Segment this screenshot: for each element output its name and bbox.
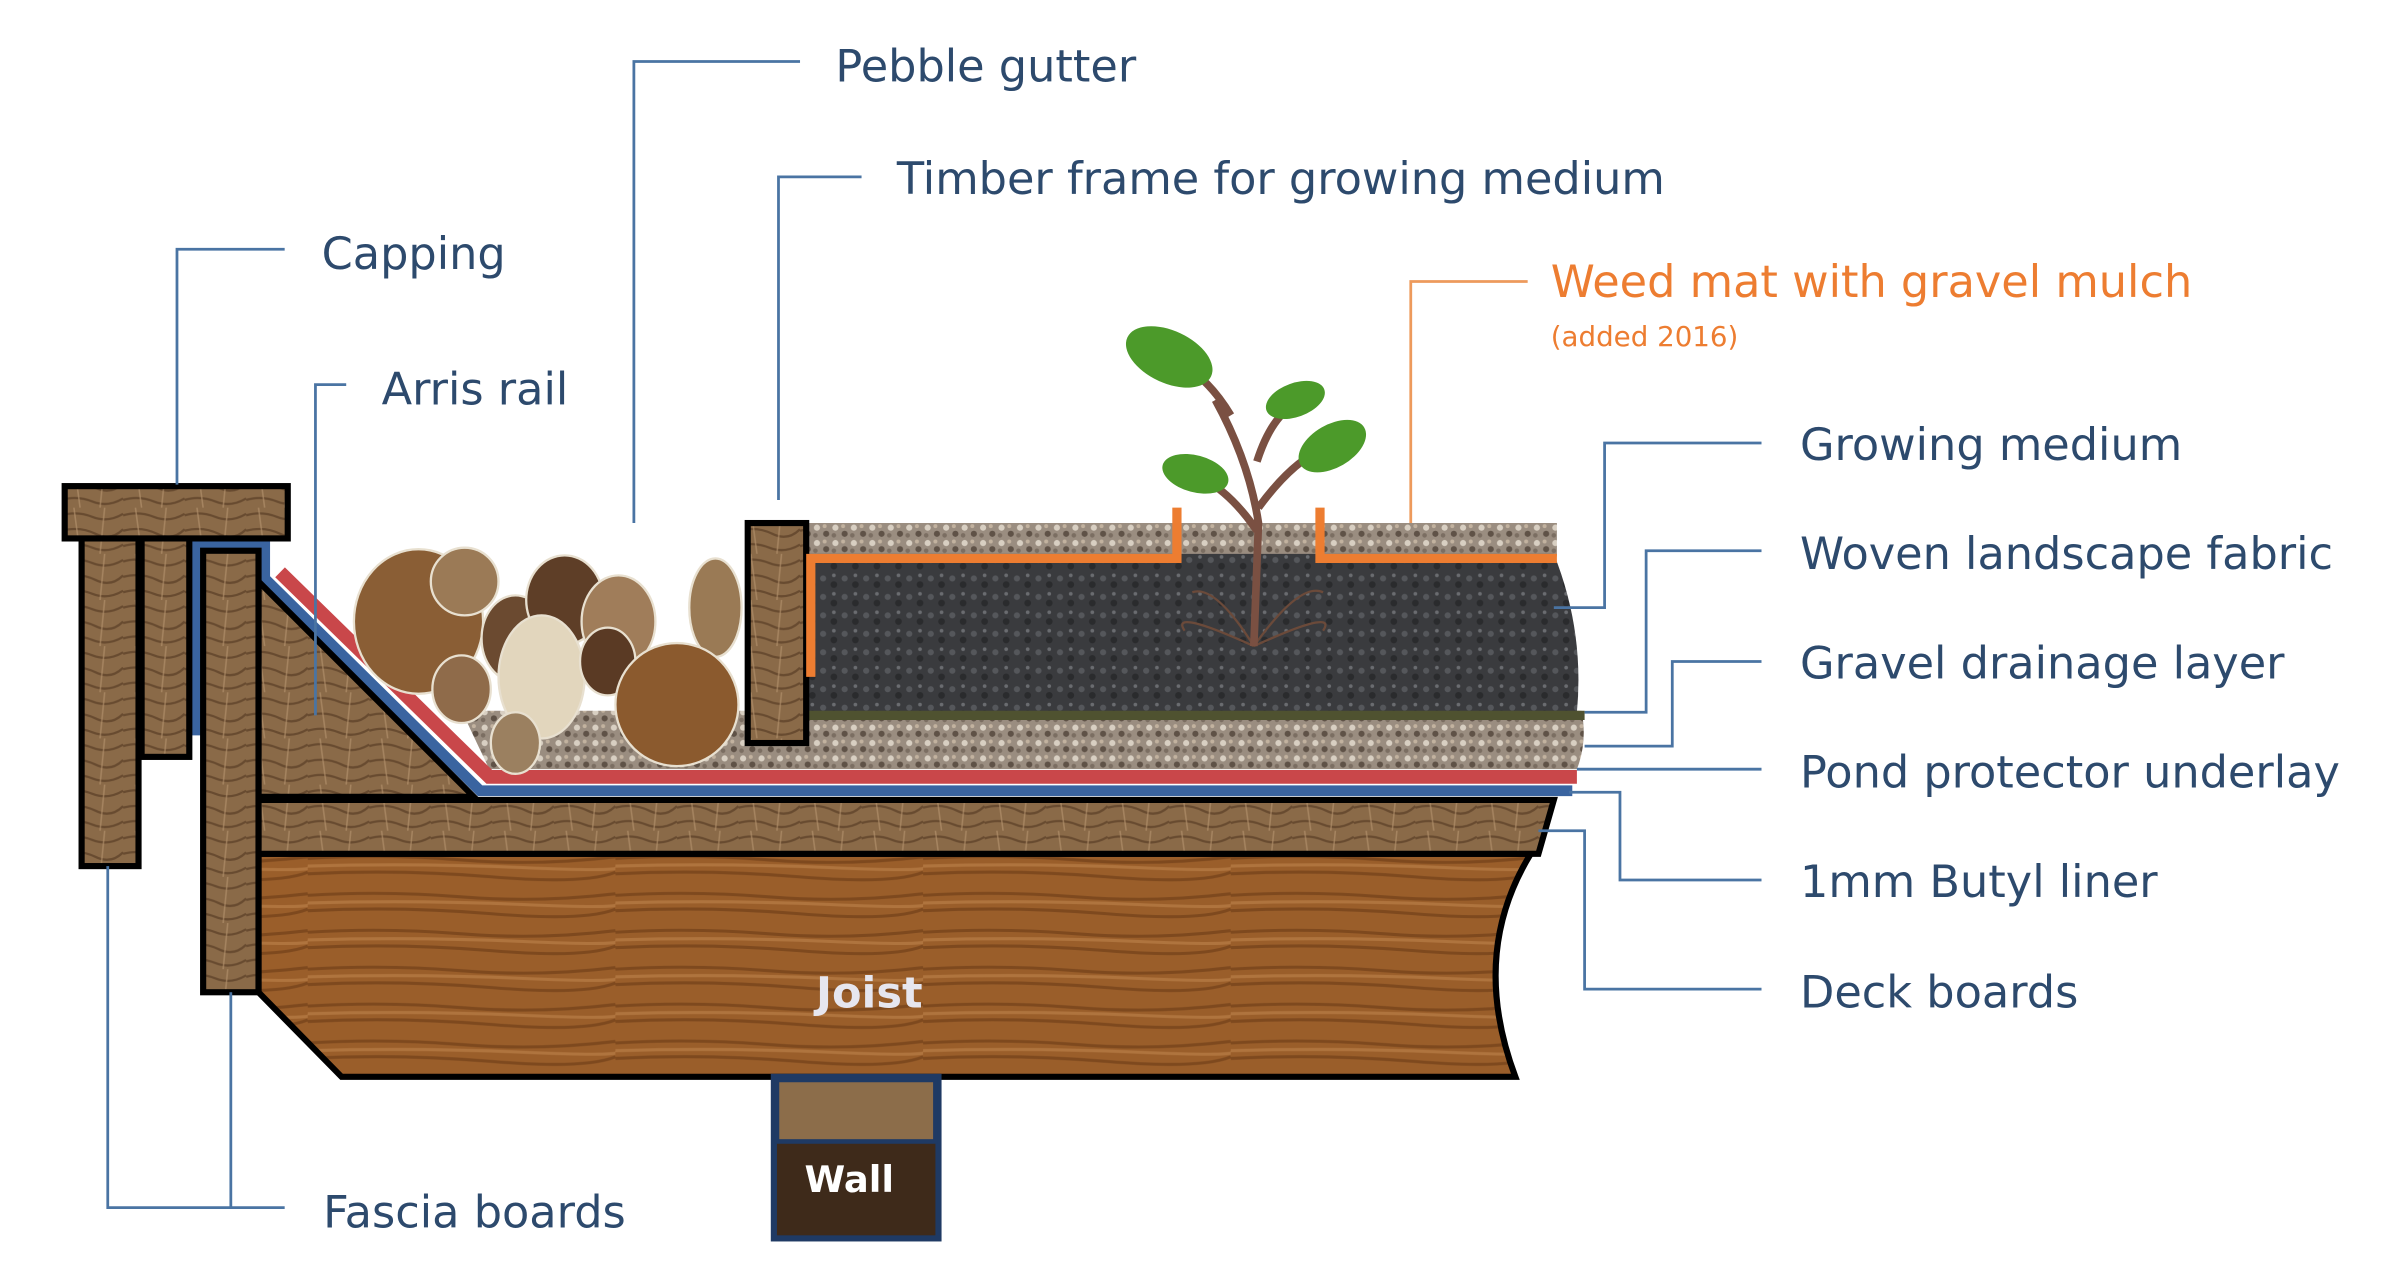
- label-woven-fabric: Woven landscape fabric: [1800, 528, 2333, 580]
- deck-boards: [255, 796, 1558, 857]
- gravel-drainage-layer: [461, 710, 1584, 770]
- label-growing-medium: Growing medium: [1800, 419, 2182, 471]
- label-weed-mat-note: (added 2016): [1551, 320, 1739, 353]
- pebbles: [352, 546, 743, 775]
- label-weed-mat: Weed mat with gravel mulch: [1551, 256, 2193, 308]
- growing-medium-soil: [807, 553, 1579, 713]
- fascia-board-outer: [78, 535, 142, 870]
- pond-protector-underlay: [275, 567, 1577, 784]
- timber-frame: [744, 519, 810, 747]
- growing-medium: [807, 523, 1557, 557]
- label-capping: Capping: [322, 228, 506, 280]
- capping: [61, 483, 291, 542]
- wall-label: Wall: [804, 1158, 894, 1201]
- label-fascia-boards: Fascia boards: [323, 1187, 626, 1239]
- leader-lines: [106, 60, 1762, 1210]
- label-timber-frame: Timber frame for growing medium: [896, 153, 1665, 205]
- label-butyl-liner: 1mm Butyl liner: [1800, 856, 2158, 908]
- butyl-liner: [190, 539, 1573, 797]
- label-arris-rail: Arris rail: [382, 364, 569, 416]
- label-pond-protector: Pond protector underlay: [1800, 747, 2340, 799]
- label-pebble-gutter: Pebble gutter: [835, 41, 1136, 93]
- fascia-board-middle: [138, 535, 193, 760]
- weed-mat: [806, 507, 1557, 677]
- joist: [255, 850, 1537, 1080]
- joist-label: Joist: [813, 969, 923, 1019]
- label-gravel-drainage: Gravel drainage layer: [1800, 637, 2285, 689]
- wall-top: [774, 1077, 938, 1144]
- fascia-board-inner: [200, 547, 262, 996]
- plant-icon: [1125, 326, 1367, 648]
- label-deck-boards: Deck boards: [1800, 967, 2078, 1019]
